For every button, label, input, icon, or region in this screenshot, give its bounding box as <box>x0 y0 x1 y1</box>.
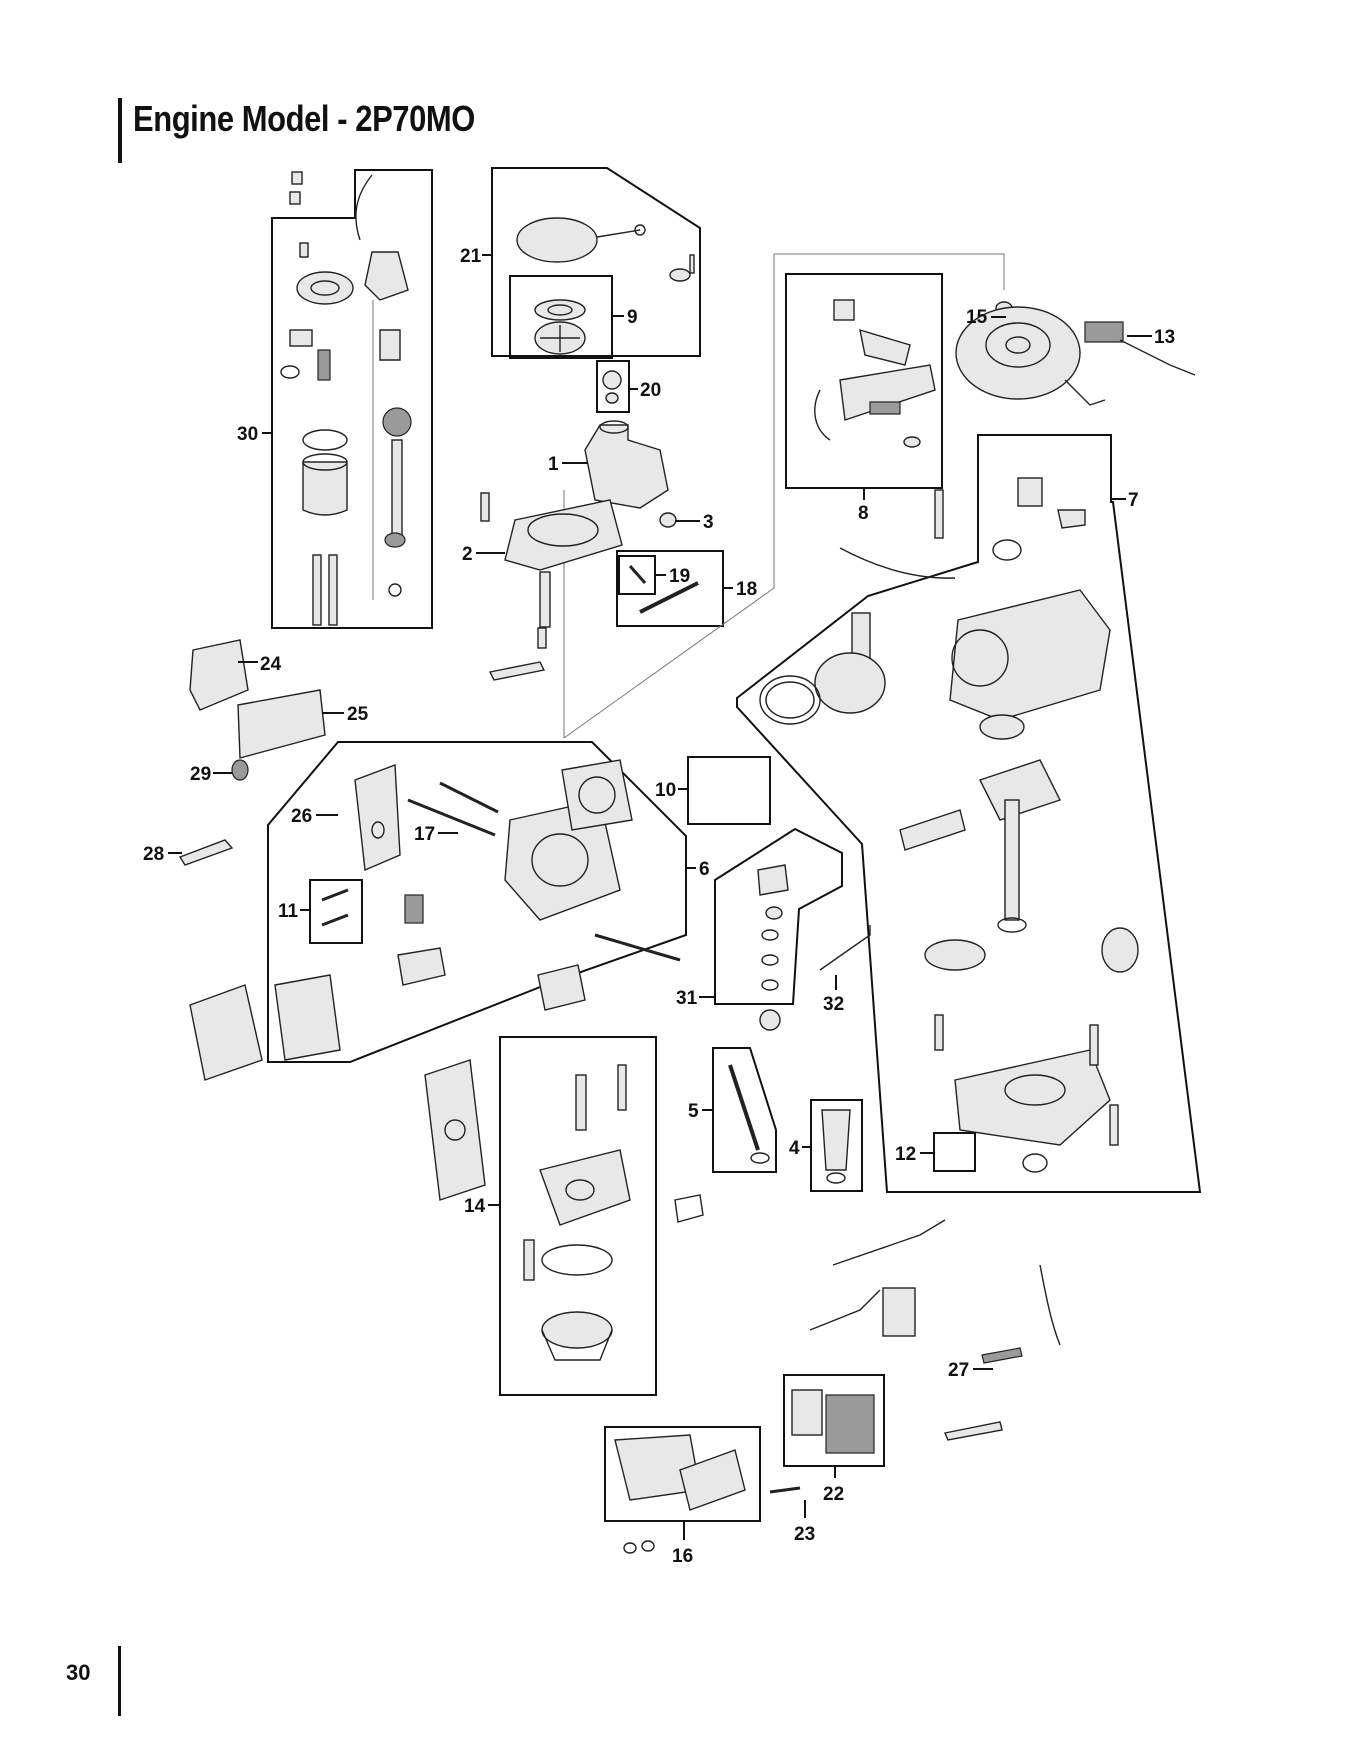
oil-fill-parts <box>730 1065 850 1183</box>
callout-18: 18 <box>723 579 757 600</box>
svg-text:15: 15 <box>966 307 988 328</box>
callout-4: 4 <box>789 1138 811 1159</box>
recoil-starter-parts <box>517 218 694 354</box>
group-frame-10 <box>688 757 770 824</box>
crankcase-parts <box>760 478 1138 1172</box>
callout-12: 12 <box>895 1144 934 1165</box>
callout-19: 19 <box>655 566 690 587</box>
svg-text:12: 12 <box>895 1144 916 1165</box>
svg-text:1: 1 <box>548 454 559 475</box>
callout-5: 5 <box>688 1101 713 1122</box>
callout-8: 8 <box>858 488 869 524</box>
svg-text:6: 6 <box>699 859 710 880</box>
callout-26: 26 <box>291 806 338 827</box>
svg-text:13: 13 <box>1154 327 1175 348</box>
callout-22: 22 <box>823 1466 844 1505</box>
svg-text:8: 8 <box>858 503 869 524</box>
svg-text:9: 9 <box>627 307 638 328</box>
callout-21: 21 <box>460 246 492 267</box>
callout-3: 3 <box>675 512 714 533</box>
callout-14: 14 <box>464 1196 500 1217</box>
callout-13: 13 <box>1127 327 1175 348</box>
svg-text:27: 27 <box>948 1360 969 1381</box>
svg-text:22: 22 <box>823 1484 844 1505</box>
group-frame-11 <box>310 880 362 943</box>
callout-28: 28 <box>143 844 182 865</box>
svg-text:26: 26 <box>291 806 312 827</box>
ignition-coil-parts <box>758 865 870 1030</box>
svg-text:16: 16 <box>672 1546 693 1567</box>
callout-6: 6 <box>686 859 710 880</box>
group-frame-12 <box>934 1133 975 1171</box>
svg-text:30: 30 <box>237 424 258 445</box>
governor-bracket-parts <box>815 300 955 578</box>
callout-16: 16 <box>672 1521 693 1567</box>
svg-text:18: 18 <box>736 579 757 600</box>
svg-text:5: 5 <box>688 1101 699 1122</box>
callout-7: 7 <box>1111 490 1139 511</box>
callout-32: 32 <box>823 975 844 1015</box>
callout-31: 31 <box>676 988 715 1009</box>
carburetor-parts <box>524 1065 630 1360</box>
callout-20: 20 <box>629 380 661 401</box>
svg-text:21: 21 <box>460 246 482 267</box>
svg-text:17: 17 <box>414 824 435 845</box>
svg-text:28: 28 <box>143 844 164 865</box>
svg-text:11: 11 <box>278 901 299 922</box>
svg-text:29: 29 <box>190 764 211 785</box>
svg-text:19: 19 <box>669 566 690 587</box>
svg-text:10: 10 <box>655 780 676 801</box>
blower-housing-parts <box>481 371 676 680</box>
connector-line <box>774 254 1004 290</box>
callout-25: 25 <box>322 704 369 725</box>
group-frame-30 <box>272 170 432 628</box>
svg-text:23: 23 <box>794 1524 815 1545</box>
callout-23: 23 <box>794 1500 815 1545</box>
svg-text:32: 32 <box>823 994 844 1015</box>
svg-text:2: 2 <box>462 544 473 565</box>
callout-9: 9 <box>612 307 638 328</box>
group-frame-18 <box>617 551 723 626</box>
group-frame-21 <box>492 168 700 356</box>
callout-2: 2 <box>462 544 505 565</box>
svg-text:20: 20 <box>640 380 661 401</box>
callout-1: 1 <box>548 454 588 475</box>
svg-text:3: 3 <box>703 512 714 533</box>
svg-text:4: 4 <box>789 1138 800 1159</box>
svg-text:31: 31 <box>676 988 698 1009</box>
cylinder-head-parts <box>275 760 680 1060</box>
callout-29: 29 <box>190 764 232 785</box>
svg-text:24: 24 <box>260 654 282 675</box>
starter-motor-parts <box>281 172 411 625</box>
callout-17: 17 <box>414 824 458 845</box>
callout-11: 11 <box>278 901 310 922</box>
svg-text:25: 25 <box>347 704 369 725</box>
svg-text:14: 14 <box>464 1196 486 1217</box>
callout-30: 30 <box>237 424 272 445</box>
callout-10: 10 <box>655 780 688 801</box>
svg-text:7: 7 <box>1128 490 1139 511</box>
